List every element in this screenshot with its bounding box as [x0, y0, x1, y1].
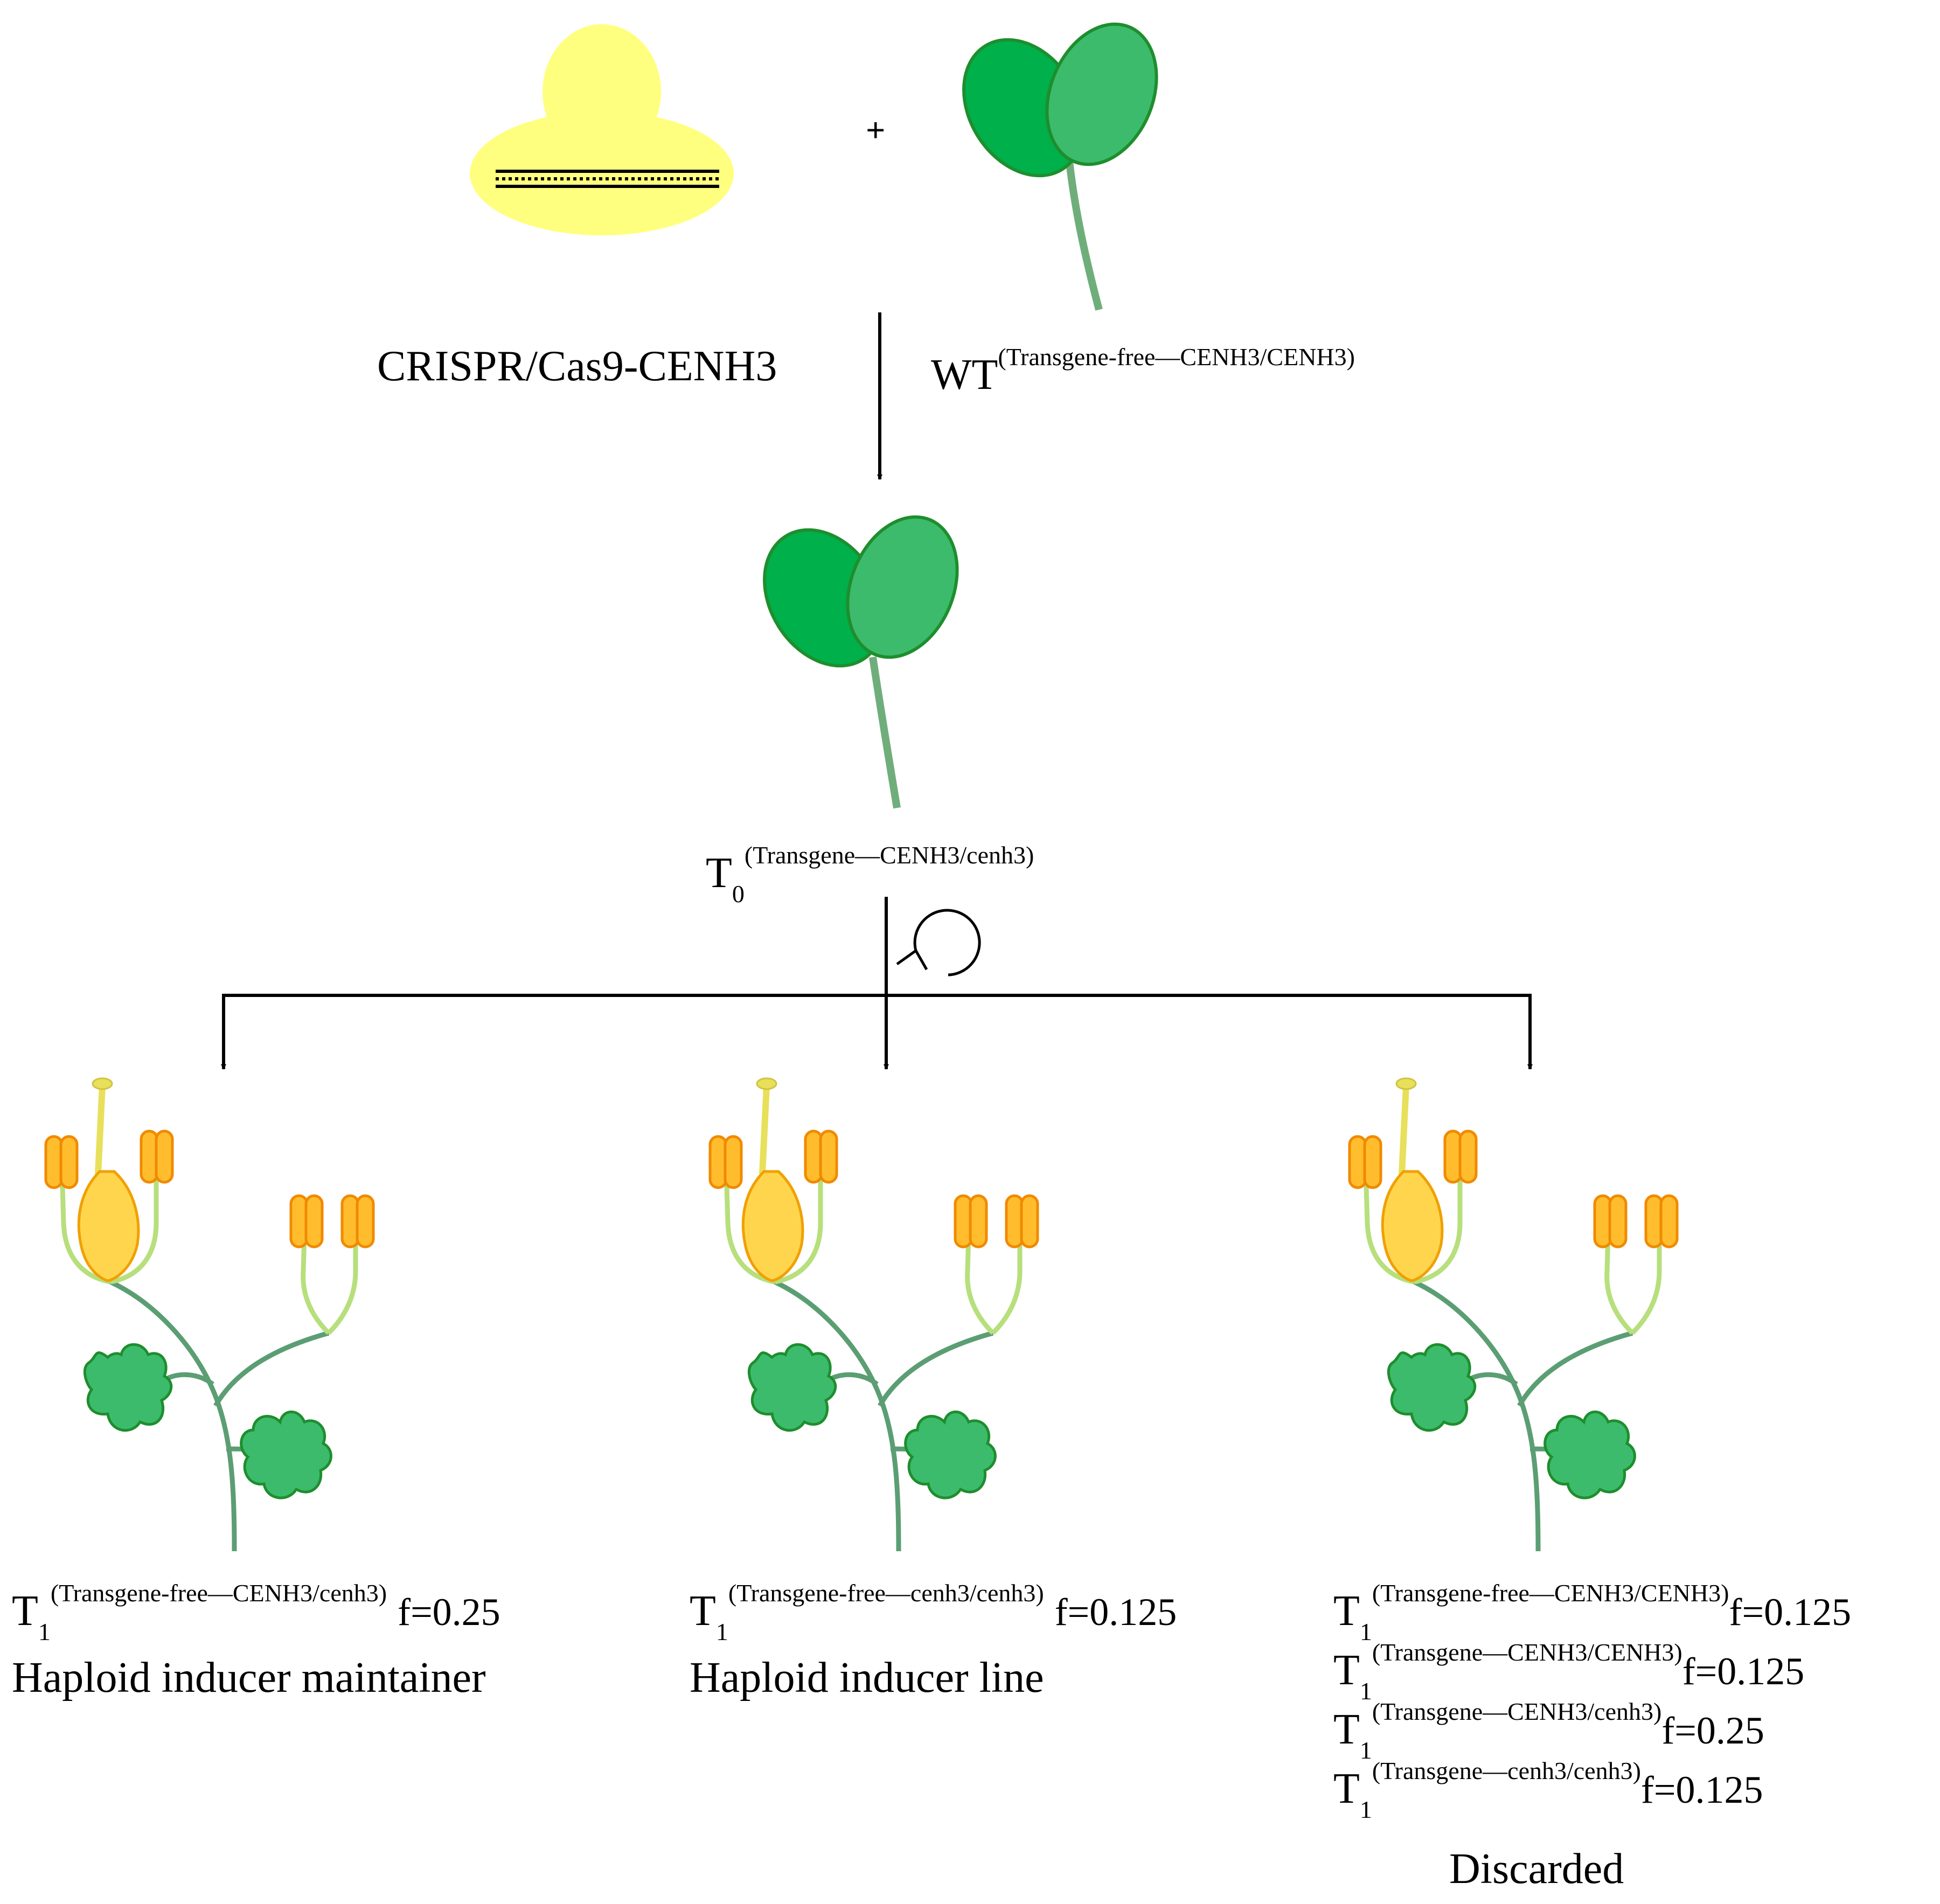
t1-frequency: f=0.25	[1661, 1709, 1764, 1752]
self-pollination-icon	[896, 909, 981, 977]
t1-text: T	[690, 1587, 716, 1635]
wt-genotype: (Transgene-free—CENH3/CENH3)	[998, 343, 1355, 371]
t1-frequency: f=0.125	[1054, 1591, 1177, 1634]
wt-seedling-icon	[962, 22, 1158, 311]
t1-text: T	[1333, 1706, 1360, 1753]
t1-plant-discarded-icon	[1350, 1078, 1677, 1551]
t1-maintainer-label: T1 (Transgene-free—CENH3/cenh3) f=0.25	[12, 1581, 500, 1644]
t0-label: T0 (Transgene—CENH3/cenh3)	[706, 843, 1034, 906]
t0-genotype: (Transgene—CENH3/cenh3)	[744, 841, 1034, 869]
t1-subscript: 1	[38, 1618, 51, 1645]
discarded-row: T1(Transgene—cenh3/cenh3)f=0.125	[1333, 1759, 1763, 1822]
t0-text: T	[706, 849, 732, 897]
t1-frequency: f=0.125	[1682, 1650, 1805, 1693]
agrobacterium-icon	[470, 24, 734, 235]
t0-subscript: 0	[732, 880, 745, 908]
discarded-description: Discarded	[1449, 1845, 1624, 1893]
t0-seedling-icon	[763, 515, 959, 809]
plus-sign: +	[866, 111, 886, 149]
t1-subscript: 1	[1359, 1677, 1372, 1705]
t1-subscript: 1	[1359, 1618, 1372, 1645]
t1-frequency: f=0.125	[1729, 1591, 1852, 1634]
t1-text: T	[1333, 1647, 1360, 1694]
t1-subscript: 1	[1359, 1736, 1372, 1764]
t1-genotype: (Transgene—CENH3/CENH3)	[1372, 1638, 1682, 1666]
t1-frequency: f=0.25	[398, 1591, 500, 1634]
wt-text: WT	[931, 351, 998, 399]
discarded-row: T1(Transgene—CENH3/cenh3)f=0.25	[1333, 1699, 1764, 1763]
t1-text: T	[1333, 1587, 1360, 1635]
t1-genotype: (Transgene—cenh3/cenh3)	[1372, 1757, 1641, 1784]
maintainer-description: Haploid inducer maintainer	[12, 1654, 486, 1701]
wt-label: WT(Transgene-free—CENH3/CENH3)	[931, 343, 1355, 399]
t1-frequency: f=0.125	[1640, 1768, 1763, 1811]
t1-genotype: (Transgene-free—cenh3/cenh3)	[728, 1579, 1044, 1607]
t1-genotype: (Transgene—CENH3/cenh3)	[1372, 1698, 1662, 1725]
t1-genotype: (Transgene-free—CENH3/cenh3)	[50, 1579, 387, 1607]
t1-genotype: (Transgene-free—CENH3/CENH3)	[1372, 1579, 1729, 1607]
t1-inducer-label: T1(Transgene-free—cenh3/cenh3) f=0.125	[690, 1581, 1177, 1644]
t1-subscript: 1	[1359, 1796, 1372, 1823]
t1-text: T	[12, 1587, 38, 1635]
segregation-arrows	[221, 897, 1533, 1070]
discarded-row: T1(Transgene-free—CENH3/CENH3)f=0.125	[1333, 1581, 1851, 1644]
plasmid-dna-icon	[496, 170, 719, 188]
t1-subscript: 1	[715, 1618, 728, 1645]
inducer-description: Haploid inducer line	[690, 1654, 1044, 1701]
crispr-label: CRISPR/Cas9-CENH3	[377, 343, 777, 390]
t1-text: T	[1333, 1765, 1360, 1812]
t1-plant-maintainer-icon	[46, 1078, 373, 1551]
discarded-row: T1(Transgene—CENH3/CENH3)f=0.125	[1333, 1640, 1804, 1704]
t1-plant-inducer-icon	[710, 1078, 1038, 1551]
